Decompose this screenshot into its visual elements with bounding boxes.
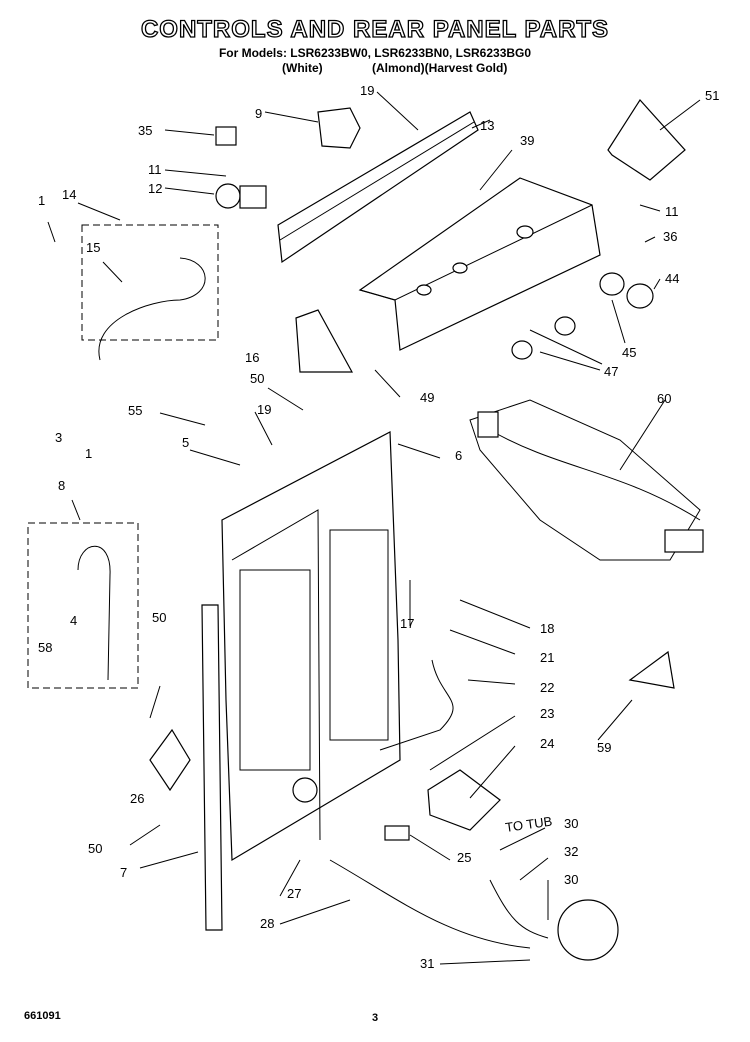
svg-text:18: 18: [540, 621, 554, 636]
part-25: [384, 825, 410, 841]
tube-label: TO TUB: [504, 814, 553, 835]
svg-text:1: 1: [85, 446, 92, 461]
svg-text:9: 9: [255, 106, 262, 121]
part-35: [215, 126, 237, 146]
part-45: [599, 272, 625, 296]
svg-text:15: 15: [86, 240, 100, 255]
svg-text:30: 30: [564, 872, 578, 887]
svg-text:19: 19: [257, 402, 271, 417]
svg-text:3: 3: [55, 430, 62, 445]
svg-text:50: 50: [152, 610, 166, 625]
svg-text:28: 28: [260, 916, 274, 931]
svg-text:11: 11: [148, 162, 162, 177]
svg-text:1: 1: [38, 193, 45, 208]
svg-text:47: 47: [604, 364, 618, 379]
svg-text:31: 31: [420, 956, 434, 971]
color-white: (White): [282, 61, 323, 75]
part-7: [201, 604, 223, 931]
part-47b: [511, 340, 533, 360]
part-8-box: [27, 522, 139, 689]
svg-text:58: 58: [38, 640, 52, 655]
svg-text:6: 6: [455, 448, 462, 463]
part-12: [215, 183, 241, 209]
part-44: [626, 283, 654, 309]
svg-text:36: 36: [663, 229, 677, 244]
svg-text:35: 35: [138, 123, 152, 138]
svg-text:59: 59: [597, 740, 611, 755]
svg-text:16: 16: [245, 350, 259, 365]
svg-text:23: 23: [540, 706, 554, 721]
svg-text:27: 27: [287, 886, 301, 901]
page-title: CONTROLS AND REAR PANEL PARTS: [140, 15, 610, 43]
models-line: For Models: LSR6233BW0, LSR6233BN0, LSR6…: [218, 46, 532, 60]
part-26: [149, 728, 191, 792]
color-almond-gold: (Almond)(Harvest Gold): [372, 61, 508, 75]
part-47a: [554, 316, 576, 336]
svg-text:19: 19: [360, 83, 374, 98]
svg-text:17: 17: [400, 616, 414, 631]
svg-text:21: 21: [540, 650, 554, 665]
svg-text:24: 24: [540, 736, 554, 751]
svg-text:32: 32: [564, 844, 578, 859]
svg-text:4: 4: [70, 613, 77, 628]
svg-text:50: 50: [250, 371, 264, 386]
part-24: [427, 769, 501, 831]
svg-text:51: 51: [705, 88, 719, 103]
doc-number: 661091: [24, 1010, 61, 1022]
svg-text:39: 39: [520, 133, 534, 148]
svg-text:5: 5: [182, 435, 189, 450]
page-number: 3: [372, 1012, 379, 1024]
rear-panel: [221, 431, 401, 862]
svg-text:12: 12: [148, 181, 162, 196]
svg-text:7: 7: [120, 865, 127, 880]
svg-text:11: 11: [665, 204, 679, 219]
svg-text:45: 45: [622, 345, 636, 360]
part-16: [295, 309, 354, 373]
svg-text:60: 60: [657, 391, 671, 406]
part-14-box: [81, 224, 219, 341]
svg-text:25: 25: [457, 850, 471, 865]
svg-text:30: 30: [564, 816, 578, 831]
svg-text:22: 22: [540, 680, 554, 695]
svg-text:55: 55: [128, 403, 142, 418]
svg-text:8: 8: [58, 478, 65, 493]
svg-text:13: 13: [480, 118, 494, 133]
svg-text:14: 14: [62, 187, 76, 202]
part-51: [607, 99, 686, 181]
svg-text:49: 49: [420, 390, 434, 405]
part-59: [628, 650, 675, 689]
svg-text:44: 44: [665, 271, 679, 286]
svg-text:50: 50: [88, 841, 102, 856]
svg-text:26: 26: [130, 791, 144, 806]
part-9: [317, 107, 361, 149]
